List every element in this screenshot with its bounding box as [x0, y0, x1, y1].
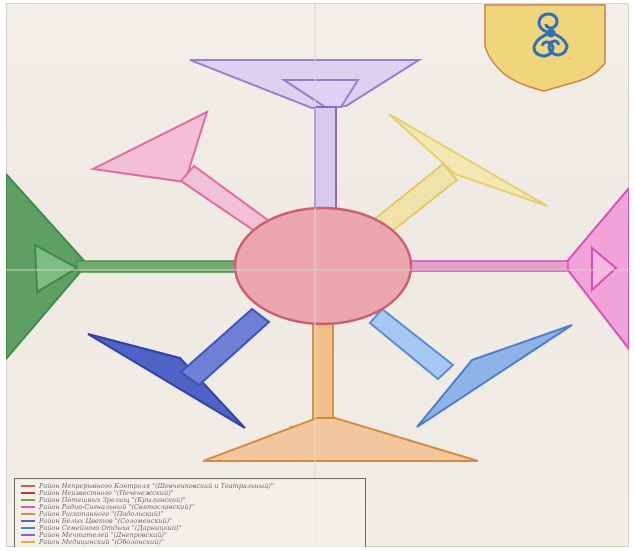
legend-box: Район Непрерывного Контроля "(Шевченковс…: [14, 478, 366, 547]
legend-text: Район Медицинский "(Оболонский)": [39, 538, 164, 546]
emblem-shield: [485, 5, 605, 91]
legend-swatch: [21, 499, 35, 501]
legend-swatch: [21, 513, 35, 515]
legend-swatch: [21, 506, 35, 508]
legend-swatch: [21, 492, 35, 494]
legend-swatch: [21, 541, 35, 543]
legend-swatch: [21, 520, 35, 522]
upper-right-yellow-goblet: [371, 114, 547, 236]
central-ellipse: [235, 208, 411, 324]
poster-drawing: [6, 3, 629, 547]
upper-left-pink-goblet: [93, 112, 272, 234]
legend-item-9: Район Медицинский "(Оболонский)": [21, 538, 164, 545]
lower-right-blue-goblet: [370, 309, 572, 427]
legend-swatch: [21, 485, 35, 487]
lower-left-blue-goblet: [88, 309, 269, 428]
legend-swatch: [21, 527, 35, 529]
legend-swatch: [21, 534, 35, 536]
poster-paper: Район Непрерывного Контроля "(Шевченковс…: [6, 3, 629, 547]
right-magenta-goblet: [401, 188, 629, 349]
left-green-goblet: [6, 174, 243, 359]
